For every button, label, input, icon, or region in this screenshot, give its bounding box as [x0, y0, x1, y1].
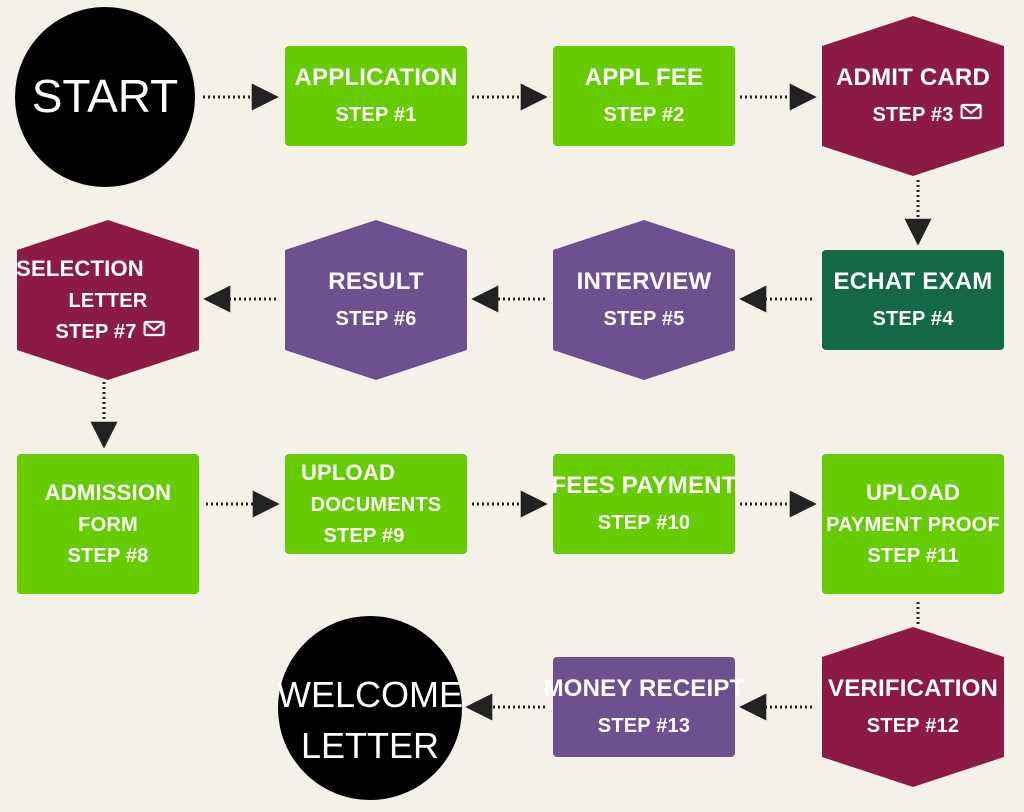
- step-8-label-line-2: FORM: [78, 514, 138, 536]
- step-12-node: VERIFICATION STEP #12: [822, 627, 1004, 787]
- end-circle: [278, 616, 462, 800]
- step-12-label-line-1: VERIFICATION: [828, 675, 998, 702]
- step-6-label-line-2: STEP #6: [335, 308, 416, 330]
- step-1-box: [285, 46, 467, 146]
- step-1-label-line-1: APPLICATION: [294, 64, 457, 91]
- step-5-label-line-2: STEP #5: [603, 308, 684, 330]
- step-3-label-line-2: STEP #3: [872, 104, 953, 126]
- step-6-label-line-1: RESULT: [328, 268, 424, 295]
- start-node: START: [15, 7, 195, 187]
- step-13-label-line-2: STEP #13: [598, 715, 690, 737]
- step-1-node: APPLICATION STEP #1: [285, 46, 467, 146]
- step-5-label-line-1: INTERVIEW: [577, 268, 712, 295]
- step-5-hexagon: [553, 220, 735, 380]
- step-10-label-line-2: STEP #10: [598, 512, 690, 534]
- step-6-node: RESULT STEP #6: [285, 220, 467, 380]
- step-12-label-line-2: STEP #12: [867, 715, 959, 737]
- step-2-node: APPL FEE STEP #2: [553, 46, 735, 146]
- step-13-label-line-1: MONEY RECEIPT: [544, 675, 745, 702]
- step-11-label-line-3: STEP #11: [867, 545, 958, 567]
- step-10-node: FEES PAYMENT STEP #10: [551, 454, 736, 554]
- step-8-box: [17, 454, 199, 594]
- step-4-box: [822, 250, 1004, 350]
- step-2-box: [553, 46, 735, 146]
- step-4-label-line-2: STEP #4: [872, 308, 954, 330]
- step-8-node: ADMISSION FORM STEP #8: [17, 454, 199, 594]
- step-13-node: MONEY RECEIPT STEP #13: [544, 657, 745, 757]
- step-2-label-line-2: STEP #2: [603, 104, 684, 126]
- step-8-label-line-3: STEP #8: [67, 545, 148, 567]
- step-12-hexagon: [822, 627, 1004, 787]
- envelope-icon: [960, 103, 982, 120]
- step-10-box: [553, 454, 735, 554]
- step-7-label-line-1: SELECTION: [16, 256, 144, 281]
- end-node: WELCOME LETTER: [277, 616, 463, 800]
- step-9-box: [285, 454, 467, 554]
- step-3-hexagon: [822, 16, 1004, 176]
- step-4-label-line-1: ECHAT EXAM: [834, 268, 993, 295]
- connectors: [90, 83, 932, 721]
- step-4-node: ECHAT EXAM STEP #4: [822, 250, 1004, 350]
- end-label-line-2: LETTER: [301, 725, 439, 766]
- step-11-node: UPLOAD PAYMENT PROOF STEP #11: [822, 454, 1004, 594]
- step-2-label-line-1: APPL FEE: [585, 64, 704, 91]
- step-9-label-line-2: DOCUMENTS: [311, 494, 442, 516]
- start-circle: [15, 7, 195, 187]
- step-10-label-line-1: FEES PAYMENT: [551, 472, 736, 499]
- step-7-label-line-3: STEP #7: [55, 321, 136, 343]
- start-label: START: [32, 70, 179, 122]
- step-9-label-line-1: UPLOAD: [301, 460, 395, 485]
- step-3-node: ADMIT CARD STEP #3: [822, 16, 1004, 176]
- step-11-box: [822, 454, 1004, 594]
- step-3-label-line-1: ADMIT CARD: [836, 64, 990, 91]
- step-9-node: UPLOAD DOCUMENTS STEP #9: [285, 454, 467, 554]
- end-label-line-1: WELCOME: [277, 674, 463, 715]
- envelope-icon: [143, 320, 165, 337]
- step-7-label-line-2: LETTER: [69, 290, 148, 312]
- step-13-box: [553, 657, 735, 757]
- step-7-hexagon: [17, 220, 199, 380]
- step-7-node: SELECTION LETTER STEP #7: [16, 220, 199, 380]
- step-1-label-line-2: STEP #1: [335, 104, 416, 126]
- step-5-node: INTERVIEW STEP #5: [553, 220, 735, 380]
- step-9-label-line-3: STEP #9: [323, 525, 404, 547]
- step-6-hexagon: [285, 220, 467, 380]
- step-8-label-line-1: ADMISSION: [45, 480, 171, 505]
- step-11-label-line-1: UPLOAD: [866, 480, 960, 505]
- step-11-label-line-2: PAYMENT PROOF: [826, 514, 1000, 536]
